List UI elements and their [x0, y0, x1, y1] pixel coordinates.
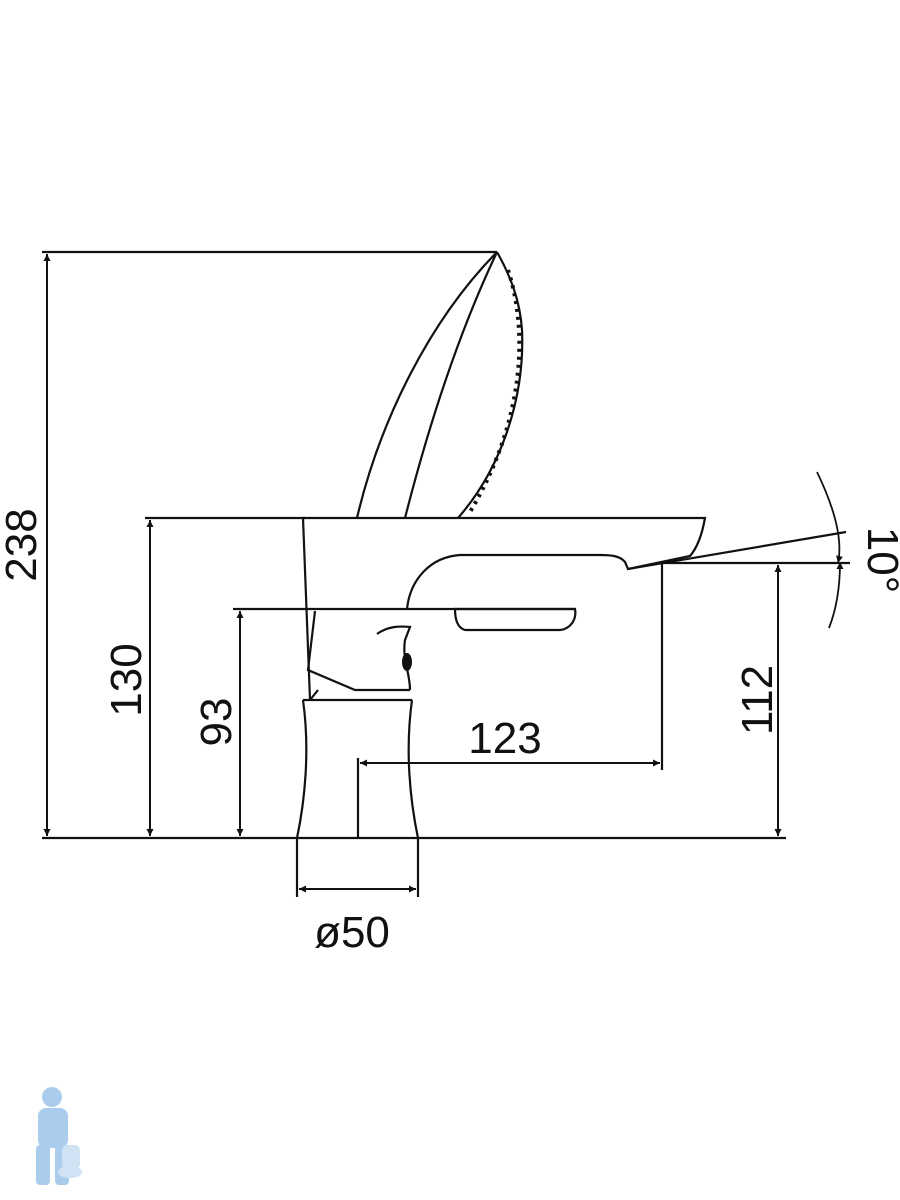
dimension-93: 93: [192, 607, 575, 836]
dimension-123: 123: [356, 563, 664, 838]
dimension-238: 238: [0, 250, 497, 836]
dimension-130: 130: [102, 516, 305, 836]
dim-93-label: 93: [192, 698, 241, 747]
dimension-angle-10: 10°: [627, 471, 900, 629]
brand-logo: [36, 1087, 82, 1185]
faucet-body: [295, 516, 707, 839]
dim-10deg-label: 10°: [858, 527, 900, 594]
dim-112-label: 112: [733, 665, 782, 735]
dimension-112: 112: [660, 561, 850, 836]
handle-pivot: [402, 653, 412, 671]
dim-130-label: 130: [102, 643, 151, 716]
dim-50-label: ø50: [314, 908, 390, 957]
hand-shower: [355, 251, 524, 519]
dim-123-label: 123: [468, 714, 541, 763]
dim-238-label: 238: [0, 508, 46, 581]
dimension-diameter-50: ø50: [295, 838, 420, 957]
